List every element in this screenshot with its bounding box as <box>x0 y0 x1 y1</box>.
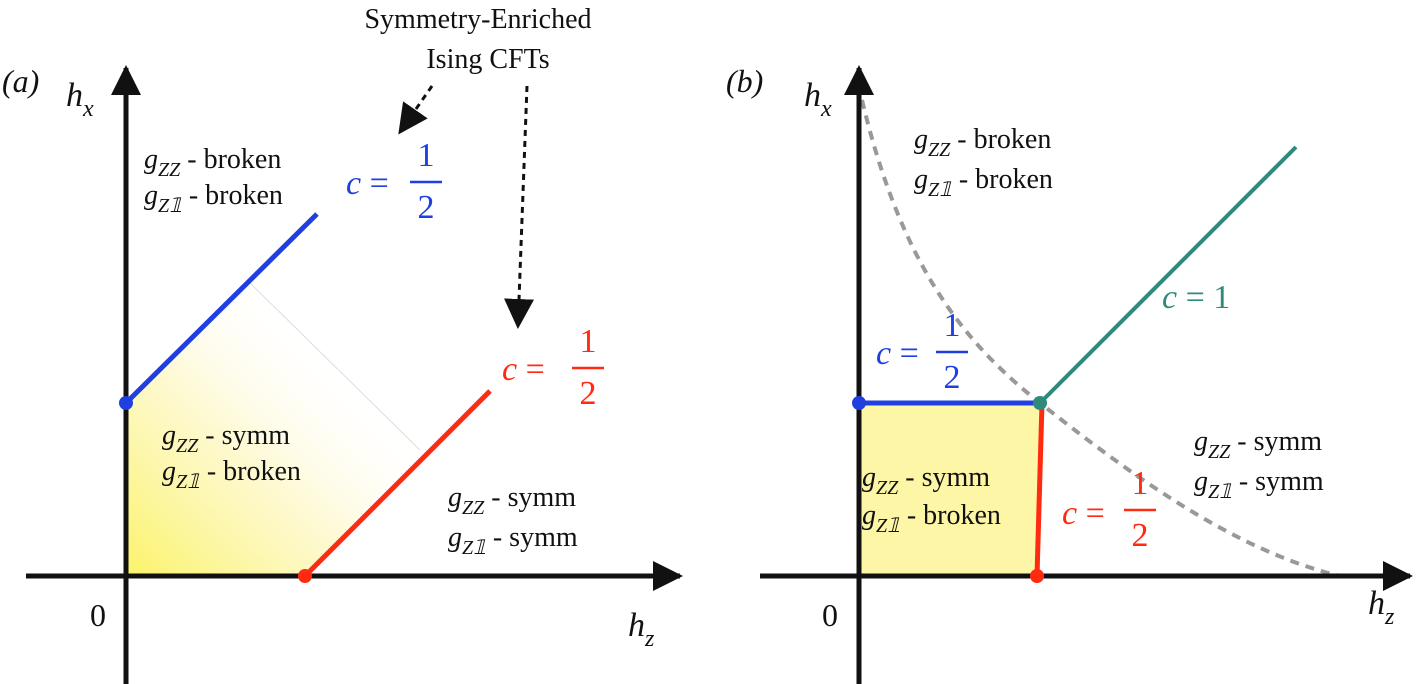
panel-b-origin-label: 0 <box>822 597 838 633</box>
panel-b-box-region-line2: gZ𝟙 - broken <box>862 500 1001 537</box>
panel-b-box-region-line1: gZZ - symm <box>862 462 990 499</box>
panel-b-red-central-charge: c = 1 2 <box>1062 465 1156 554</box>
panel-a-middle-region-line2: gZ𝟙 - broken <box>162 456 301 493</box>
svg-text:1: 1 <box>418 137 435 174</box>
panel-a-blue-central-charge: c = 1 2 <box>346 137 442 226</box>
annotation-line-2: Ising CFTs <box>426 44 549 75</box>
svg-text:1: 1 <box>944 307 961 344</box>
annotation-line-1: Symmetry-Enriched <box>364 4 591 35</box>
panel-b-red-point <box>1030 569 1044 583</box>
panel-a-symm-broken-region <box>126 283 420 576</box>
panel-a-y-axis-label: hx <box>66 77 94 122</box>
panel-a-right-region-line1: gZZ - symm <box>448 482 576 519</box>
panel-b-blue-point <box>852 396 866 410</box>
panel-a-top-region-line2: gZ𝟙 - broken <box>144 180 283 217</box>
panel-a-top-region-line1: gZZ - broken <box>144 144 281 181</box>
panel-b-x-axis-label: hz <box>1368 585 1395 630</box>
panel-b-red-critical-line <box>1034 402 1045 577</box>
svg-text:2: 2 <box>1132 517 1149 554</box>
panel-a-middle-region-line1: gZZ - symm <box>162 420 290 457</box>
svg-text:c =: c = <box>876 335 919 372</box>
panel-a-right-region-line2: gZ𝟙 - symm <box>448 522 578 559</box>
svg-text:c =: c = <box>1062 495 1105 532</box>
svg-text:c =: c = <box>346 165 389 202</box>
panel-a-red-point <box>298 569 312 583</box>
panel-a-red-critical-line <box>303 389 492 578</box>
panel-b-teal-central-charge: c = 1 <box>1162 279 1230 316</box>
panel-a-label: (a) <box>2 63 39 99</box>
panel-a-guide-line <box>249 282 421 451</box>
svg-text:2: 2 <box>418 189 435 226</box>
panel-a-red-central-charge: c = 1 2 <box>502 323 604 412</box>
panel-b-y-axis-label: hx <box>804 77 832 122</box>
svg-text:2: 2 <box>944 359 961 396</box>
panel-b-symm-broken-region <box>859 403 1039 576</box>
panel-a-blue-critical-line <box>124 212 319 405</box>
panel-b-teal-critical-line <box>1038 145 1298 405</box>
panel-a-x-axis-label: hz <box>628 607 655 652</box>
panel-b-top-region-line1: gZZ - broken <box>914 124 1051 161</box>
svg-text:1: 1 <box>1132 465 1149 502</box>
panel-b-right-region-line2: gZ𝟙 - symm <box>1194 466 1324 503</box>
svg-text:1: 1 <box>580 323 597 360</box>
panel-b-right-region-line1: gZZ - symm <box>1194 426 1322 463</box>
panel-b-blue-central-charge: c = 1 2 <box>876 307 968 396</box>
panel-b-top-region-line2: gZ𝟙 - broken <box>914 164 1053 201</box>
panel-a-origin-label: 0 <box>90 597 106 633</box>
svg-text:2: 2 <box>580 375 597 412</box>
panel-a-annotation-arrow-left <box>398 85 434 135</box>
panel-b: (b) hx hz 0 gZZ - broken gZ𝟙 - broken gZ… <box>726 63 1413 684</box>
panel-a: Symmetry-Enriched Ising CFTs (a) hx hz 0… <box>2 4 683 684</box>
svg-text:c =: c = <box>502 351 545 388</box>
panel-b-multicritical-point <box>1033 396 1047 410</box>
panel-a-annotation-arrow-right <box>504 85 535 329</box>
panel-b-label: (b) <box>726 63 763 99</box>
panel-a-blue-point <box>119 396 133 410</box>
